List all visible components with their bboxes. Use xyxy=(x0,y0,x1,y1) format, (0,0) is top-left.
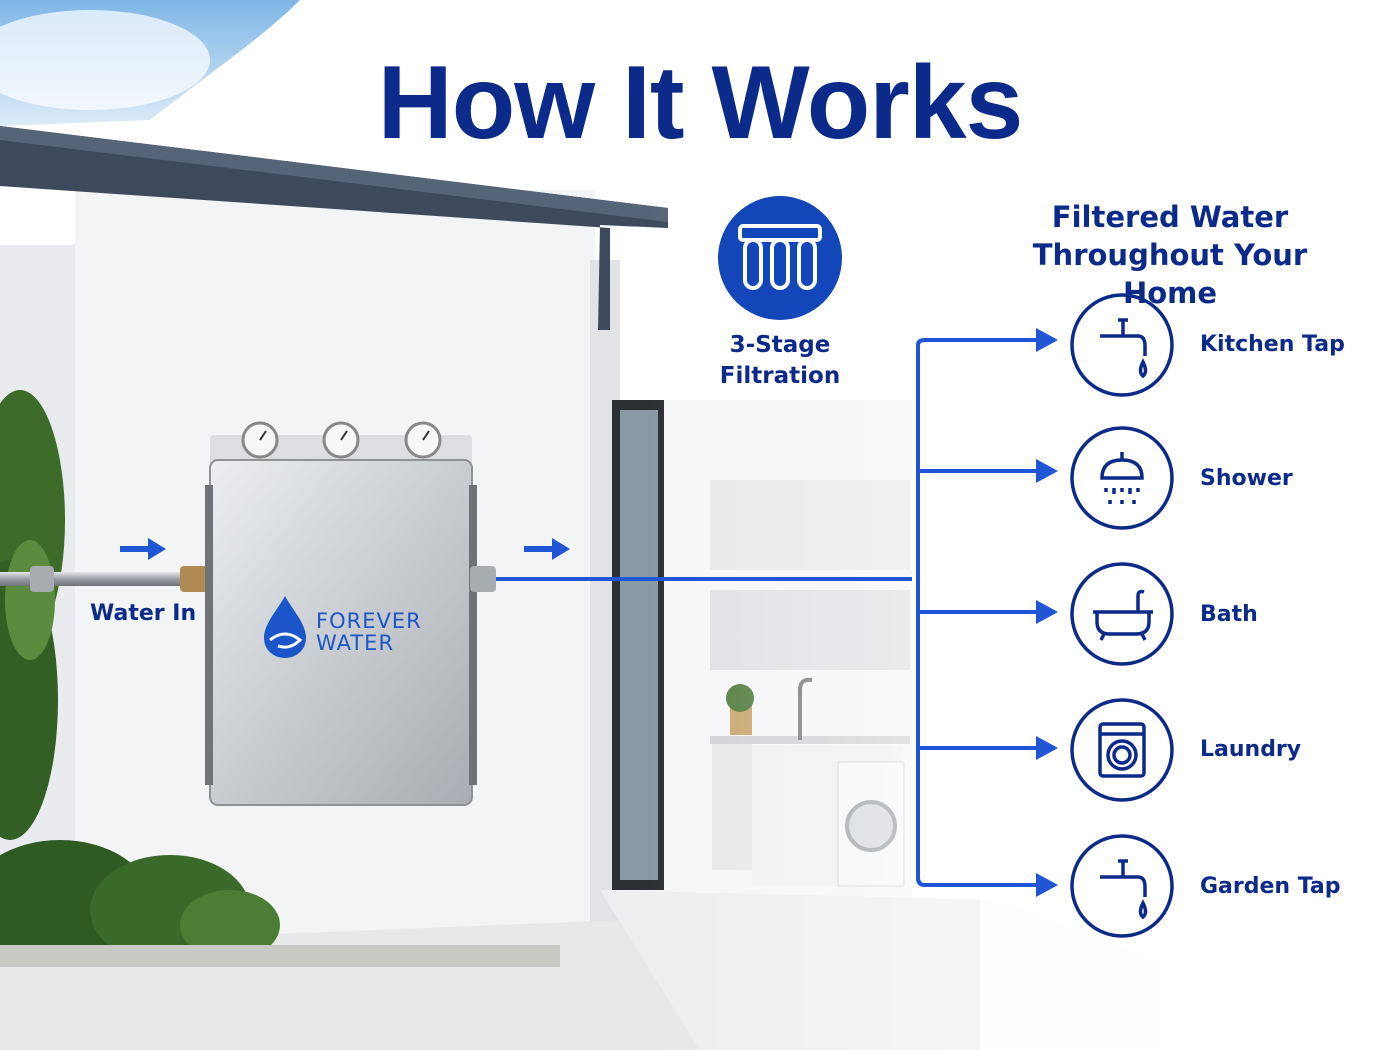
outputs-heading: Filtered Water Throughout Your Home xyxy=(990,198,1350,312)
outputs-heading-line-2: Throughout Your Home xyxy=(1032,238,1308,310)
sky xyxy=(0,0,300,126)
faucet-icon xyxy=(1070,293,1174,397)
filter-unit xyxy=(205,421,496,806)
output-label-shower: Shower xyxy=(1200,466,1293,491)
output-label-laundry: Laundry xyxy=(1200,737,1302,762)
page-title: How It Works xyxy=(377,45,1024,161)
brand-name: FOREVER WATER xyxy=(316,610,422,654)
filtration-label-line-1: 3-Stage xyxy=(729,332,831,358)
water-drop-icon xyxy=(264,596,306,658)
brand-line-2: WATER xyxy=(316,631,395,655)
bathtub-icon xyxy=(1070,562,1174,666)
brand-line-1: FOREVER xyxy=(316,609,422,633)
pressure-gauges xyxy=(241,421,442,459)
water-in-label: Water In xyxy=(90,601,197,626)
shower-icon xyxy=(1070,426,1174,530)
flow-arrowheads xyxy=(1036,328,1058,897)
washing-machine-icon xyxy=(1070,698,1174,802)
outputs-heading-line-1: Filtered Water xyxy=(1051,200,1289,234)
output-label-kitchen-tap: Kitchen Tap xyxy=(1200,332,1345,357)
inlet-arrow-icon xyxy=(120,538,166,560)
outlet-arrow-icon xyxy=(524,538,570,560)
filtration-label: 3-Stage Filtration xyxy=(690,330,870,392)
filtration-label-line-2: Filtration xyxy=(719,363,841,389)
faucet-icon xyxy=(1070,834,1174,938)
flow-lines xyxy=(496,338,1040,887)
filter-cartridges-icon xyxy=(718,196,842,320)
output-label-garden-tap: Garden Tap xyxy=(1200,874,1341,899)
output-label-bath: Bath xyxy=(1200,602,1258,627)
